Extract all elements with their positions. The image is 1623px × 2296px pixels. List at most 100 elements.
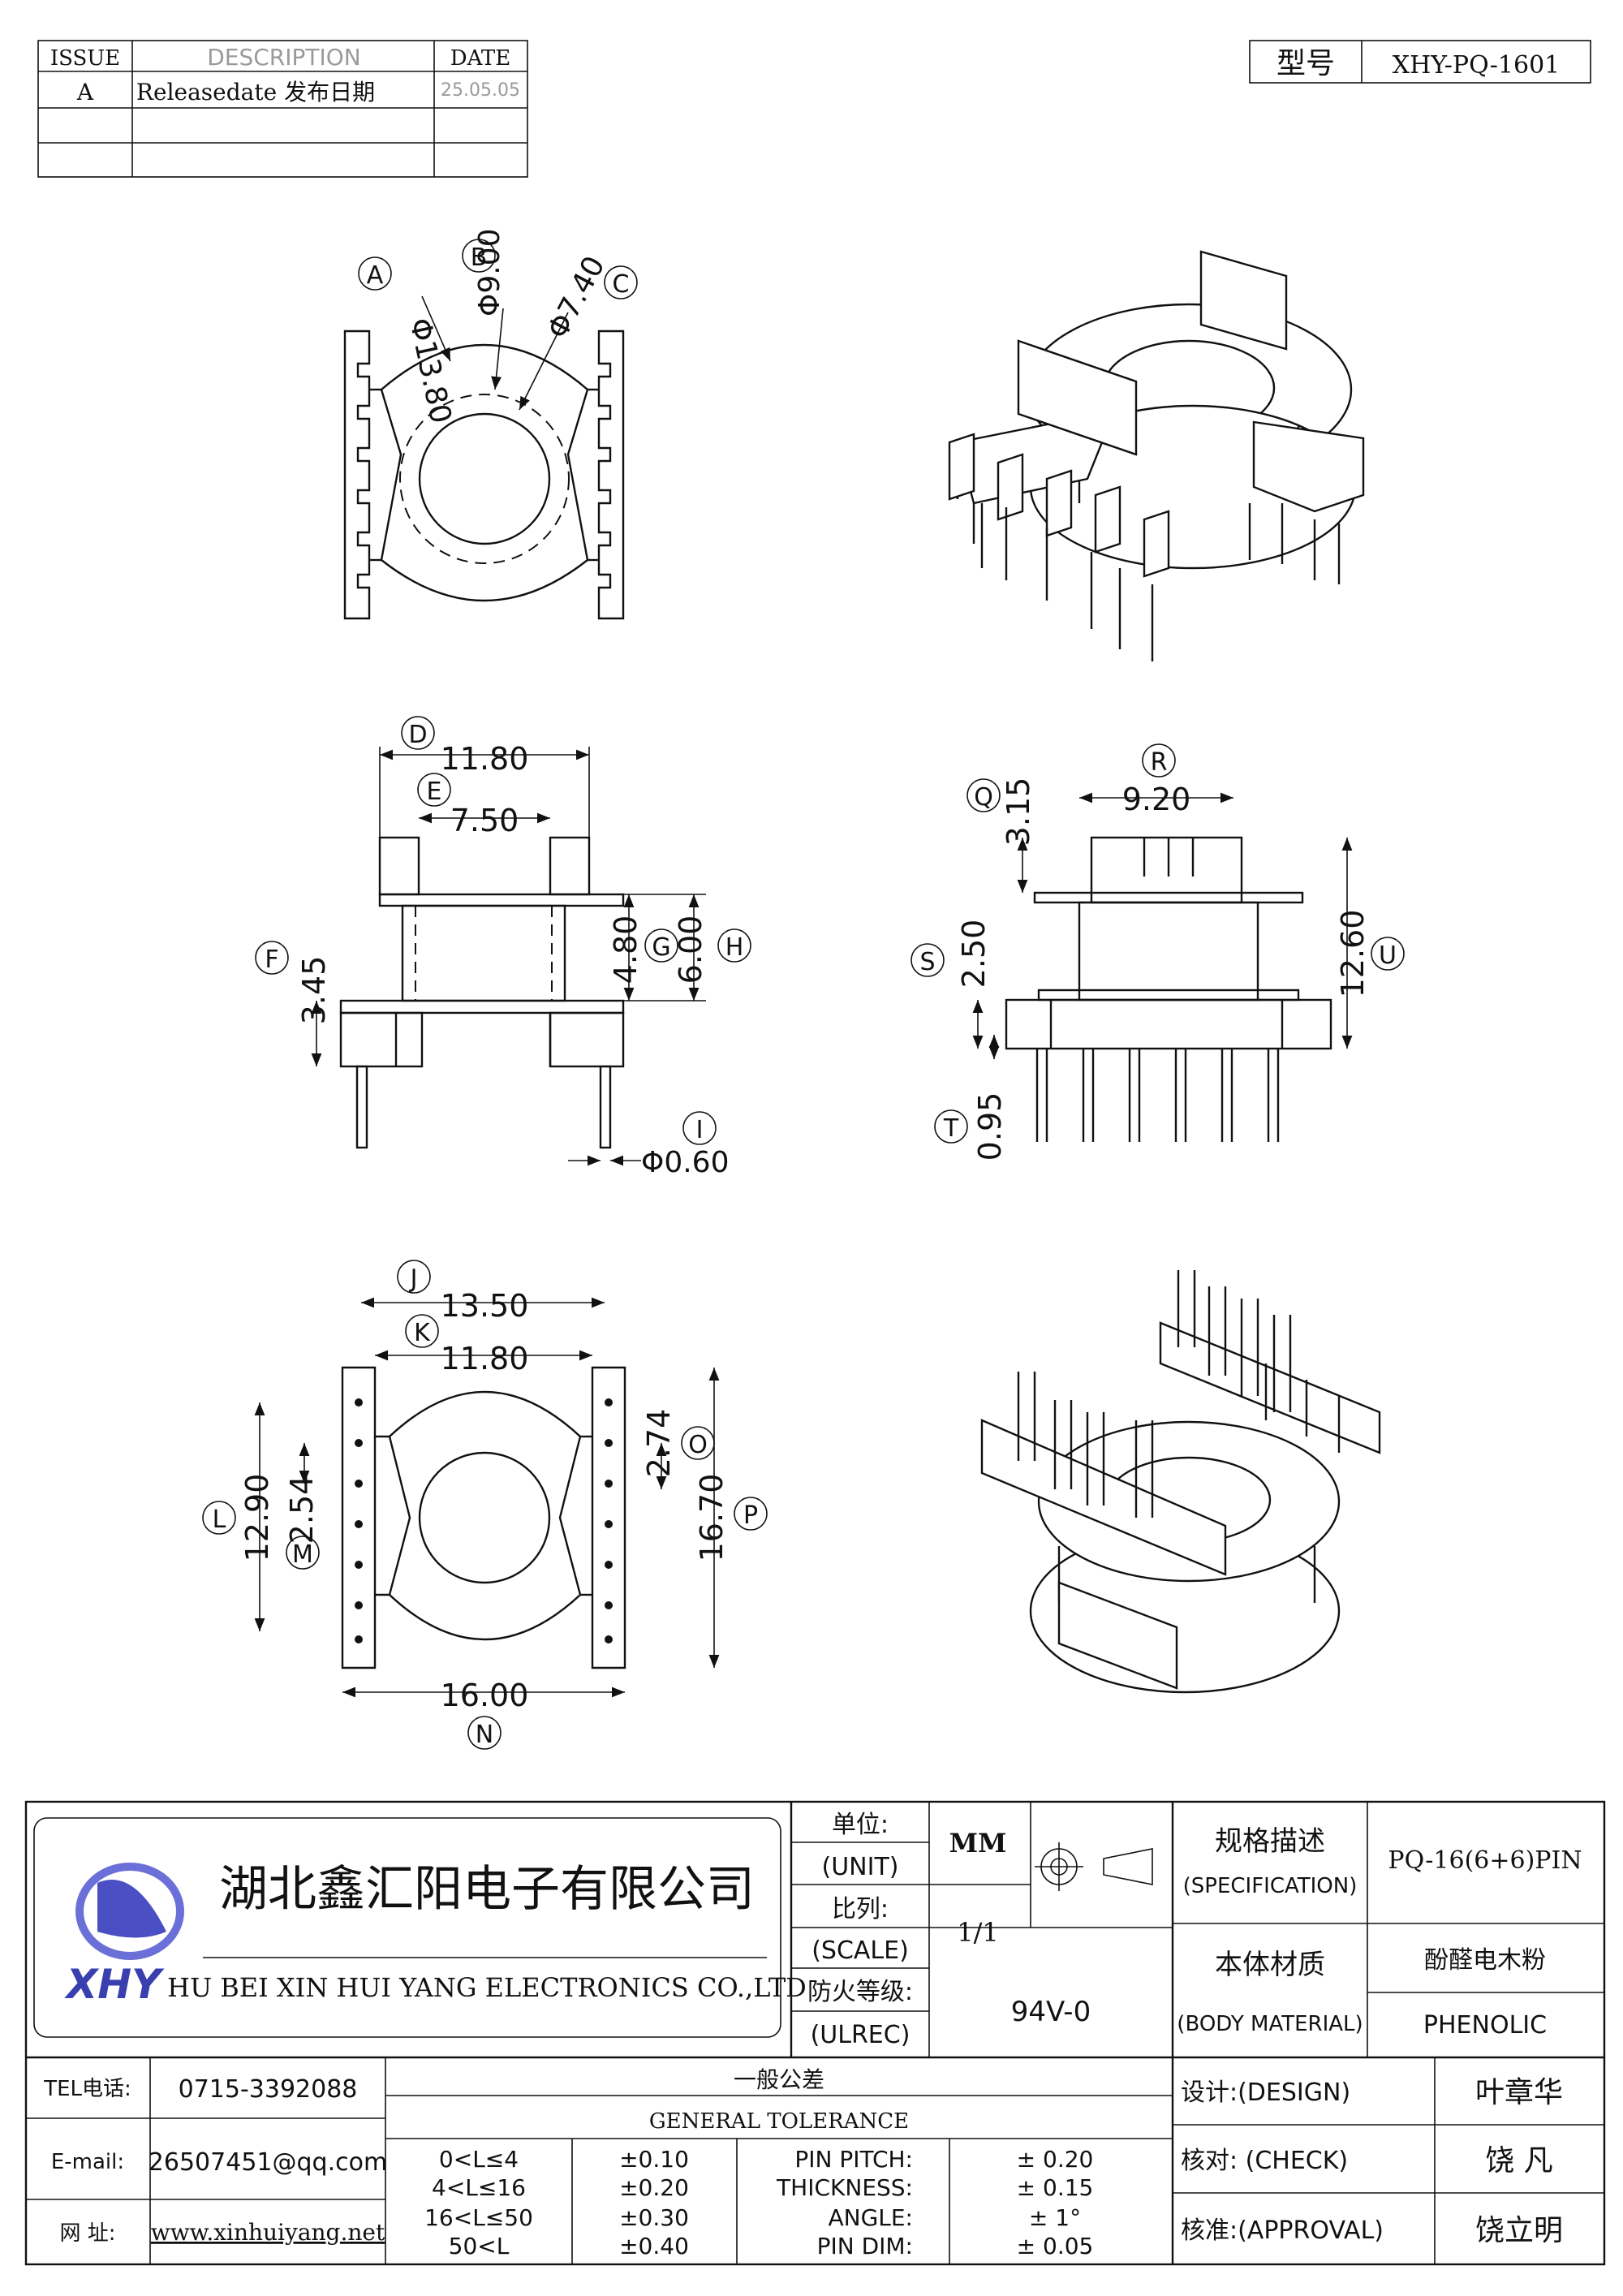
- tol-other-value-2: ± 0.15: [1017, 2174, 1094, 2201]
- title-block: 湖北鑫汇阳电子有限公司 HU BEI XIN HUI YANG ELECTRON…: [24, 1800, 1606, 2266]
- description-value: Releasedate 发布日期: [136, 79, 375, 106]
- dim-k: 11.80: [441, 1341, 529, 1376]
- date-value: 25.05.05: [441, 80, 520, 101]
- marker-j: J: [409, 1264, 418, 1293]
- revision-table: ISSUE DESCRIPTION DATE A Releasedate 发布日…: [37, 40, 528, 178]
- dim-g: 4.80: [608, 915, 644, 984]
- marker-n: N: [476, 1721, 493, 1749]
- company-box: [33, 1817, 781, 2038]
- unit-label-cn: 单位:: [832, 1811, 889, 1839]
- marker-d: D: [408, 721, 427, 749]
- web-label: 网 址:: [59, 2221, 115, 2246]
- fire-value: 94V-0: [1011, 1996, 1091, 2028]
- pin-holes-left: [355, 1398, 363, 1643]
- model-value: XHY-PQ-1601: [1393, 51, 1561, 80]
- tol-range-1: 0<L≤4: [439, 2146, 519, 2173]
- tol-value-4: ±0.40: [619, 2233, 689, 2259]
- dim-f: 3.45: [296, 956, 332, 1025]
- dim-d: 11.80: [441, 741, 529, 777]
- projection-symbol: [1035, 1842, 1153, 1891]
- dim-q: 3.15: [1001, 778, 1036, 846]
- model-box: 型号 XHY-PQ-1601: [1249, 40, 1591, 84]
- tol-other-1: PIN PITCH:: [794, 2146, 913, 2173]
- tol-range-3: 16<L≤50: [424, 2204, 533, 2231]
- tol-other-value-1: ± 0.20: [1017, 2146, 1094, 2173]
- issue-header: ISSUE: [50, 46, 120, 71]
- marker-r: R: [1151, 748, 1168, 777]
- spec-label-cn: 规格描述: [1215, 1825, 1325, 1858]
- marker-f: F: [265, 946, 278, 974]
- tol-other-value-4: ± 0.05: [1017, 2233, 1094, 2259]
- design-label: 设计:(DESIGN): [1181, 2078, 1350, 2107]
- tel-label: TEL电话:: [43, 2077, 131, 2101]
- tol-other-value-3: ± 1°: [1029, 2204, 1081, 2231]
- material-label-cn: 本体材质: [1215, 1949, 1325, 1981]
- unit-value: MM: [949, 1828, 1007, 1859]
- marker-u: U: [1379, 941, 1397, 970]
- check-name: 饶 凡: [1485, 2144, 1552, 2178]
- company-name-en: HU BEI XIN HUI YANG ELECTRONICS CO.,LTD: [167, 1972, 807, 2003]
- marker-o: O: [688, 1431, 708, 1459]
- bottom-view: 13.50 11.80 16.00 12.90 2.54 2.74 16.70: [239, 1288, 730, 1713]
- marker-i: I: [696, 1116, 704, 1144]
- description-header: DESCRIPTION: [207, 44, 361, 71]
- dim-a: Φ13.80: [403, 315, 457, 426]
- material-value-en: PHENOLIC: [1423, 2011, 1547, 2040]
- marker-e: E: [427, 778, 442, 806]
- logo-text: XHY: [64, 1961, 165, 2008]
- dim-p: 16.70: [694, 1474, 730, 1562]
- dim-r: 9.20: [1122, 782, 1191, 817]
- scale-label-cn: 比列:: [832, 1895, 889, 1923]
- approval-label: 核准:(APPROVAL): [1181, 2216, 1384, 2245]
- unit-label-en: (UNIT): [822, 1853, 899, 1881]
- email-label: E-mail:: [51, 2150, 124, 2174]
- marker-t: T: [943, 1114, 959, 1143]
- side-view: 9.20 3.15 12.60 2.50 0.95: [956, 778, 1371, 1161]
- dim-t: 0.95: [972, 1092, 1008, 1161]
- scale-value: 1/1: [957, 1917, 999, 1948]
- tol-value-3: ±0.30: [619, 2204, 689, 2231]
- marker-h: H: [725, 933, 744, 962]
- dim-n: 16.00: [441, 1678, 529, 1713]
- front-view: 11.80 7.50 3.45 4.80 6.00 Φ0.60: [296, 741, 730, 1179]
- date-header: DATE: [450, 46, 511, 71]
- email-value: 26507451@qq.com: [149, 2148, 387, 2177]
- marker-s: S: [919, 948, 935, 976]
- tel-value: 0715-3392088: [179, 2075, 358, 2104]
- marker-g: G: [652, 933, 670, 962]
- tol-value-1: ±0.10: [619, 2146, 689, 2173]
- dim-e: 7.50: [450, 803, 519, 838]
- iso-view-top: [948, 250, 1365, 661]
- tol-range-2: 4<L≤16: [432, 2174, 526, 2201]
- tol-other-4: PIN DIM:: [817, 2233, 913, 2259]
- iso-view-bottom: [980, 1270, 1381, 1694]
- approval-name: 饶立明: [1475, 2214, 1563, 2247]
- marker-b: B: [471, 243, 488, 272]
- model-label: 型号: [1276, 47, 1335, 80]
- marker-p: P: [743, 1501, 758, 1530]
- dim-o: 2.74: [641, 1409, 677, 1478]
- dim-m: 2.54: [284, 1475, 320, 1544]
- pin-holes-right: [605, 1398, 613, 1643]
- marker-m: M: [292, 1540, 313, 1569]
- material-label-en: (BODY MATERIAL): [1177, 2012, 1363, 2036]
- marker-k: K: [414, 1319, 431, 1347]
- tol-other-2: THICKNESS:: [776, 2174, 913, 2201]
- tol-range-4: 50<L: [449, 2233, 510, 2259]
- dim-j: 13.50: [441, 1288, 529, 1324]
- web-link[interactable]: www.xinhuiyang.net: [151, 2219, 385, 2246]
- marker-c: C: [613, 270, 630, 299]
- company-logo: XHY: [64, 1863, 184, 2008]
- top-view: Φ13.80 Φ9.00 Φ7.40: [343, 229, 625, 620]
- marker-l: L: [213, 1506, 226, 1534]
- company-name-cn: 湖北鑫汇阳电子有限公司: [219, 1861, 755, 1918]
- fire-label-en: (ULREC): [811, 2021, 911, 2049]
- marker-a: A: [367, 261, 384, 290]
- tol-value-2: ±0.20: [619, 2174, 689, 2201]
- fire-label-cn: 防火等级:: [807, 1978, 913, 2006]
- tolerance-title-en: GENERAL TOLERANCE: [649, 2109, 909, 2134]
- tolerance-title-cn: 一般公差: [734, 2066, 824, 2093]
- dim-h: 6.00: [673, 915, 708, 984]
- dim-l: 12.90: [239, 1474, 275, 1562]
